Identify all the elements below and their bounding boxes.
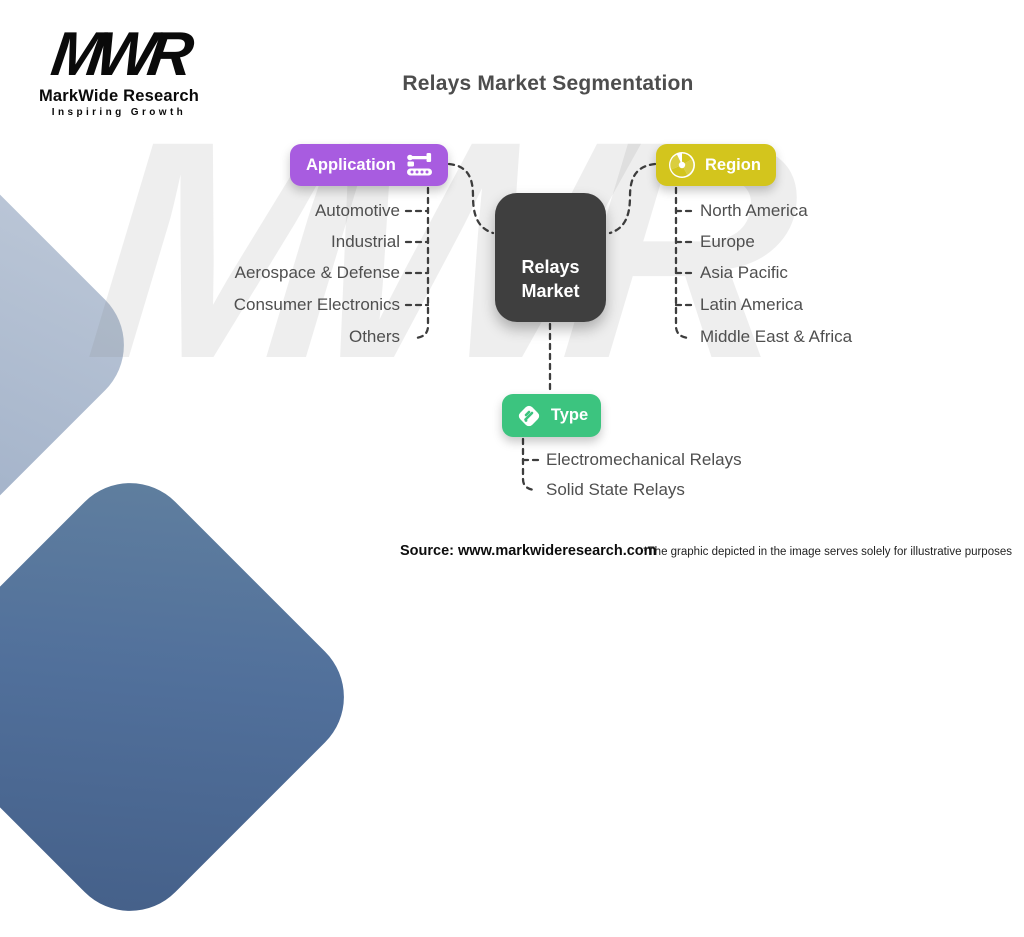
node-type: Type	[502, 394, 601, 437]
central-topic-line1: Relays	[521, 257, 580, 278]
node-region-label: Region	[705, 155, 761, 174]
node-application: Application	[290, 144, 448, 186]
type-item: Solid State Relays	[546, 480, 685, 499]
disclaimer-text: *The graphic depicted in the image serve…	[643, 546, 1012, 558]
central-topic-line2: Market	[521, 280, 580, 301]
region-item: Asia Pacific	[700, 263, 788, 282]
source-text: Source: www.markwideresearch.com	[400, 543, 657, 559]
logo-mwr-mark: MWR	[47, 20, 191, 89]
region-item: North America	[700, 201, 808, 220]
logo-company-name: MarkWide Research	[38, 86, 200, 105]
node-application-label: Application	[306, 155, 396, 174]
robot-arm-conveyor-icon	[407, 153, 432, 176]
application-item: Industrial	[331, 232, 400, 251]
application-item: Consumer Electronics	[233, 295, 400, 314]
node-type-label: Type	[550, 406, 589, 424]
type-item: Electromechanical Relays	[546, 450, 742, 469]
diamond-tag-icon	[518, 405, 540, 426]
central-topic-relays-market: Relays Market	[495, 193, 606, 322]
application-item: Others	[348, 327, 400, 346]
markwide-logo: MWR MarkWide Research Inspiring Growth	[34, 20, 204, 118]
globe-icon	[669, 152, 695, 178]
region-item: Europe	[700, 232, 755, 251]
region-item: Middle East & Africa	[700, 327, 853, 346]
logo-tagline: Inspiring Growth	[51, 106, 187, 118]
node-region: Region	[656, 144, 776, 186]
page-title: Relays Market Segmentation	[402, 72, 694, 95]
application-item: Aerospace & Defense	[234, 263, 400, 282]
application-item: Automotive	[314, 201, 400, 220]
region-item: Latin America	[700, 295, 803, 314]
connector-lines	[404, 162, 698, 492]
